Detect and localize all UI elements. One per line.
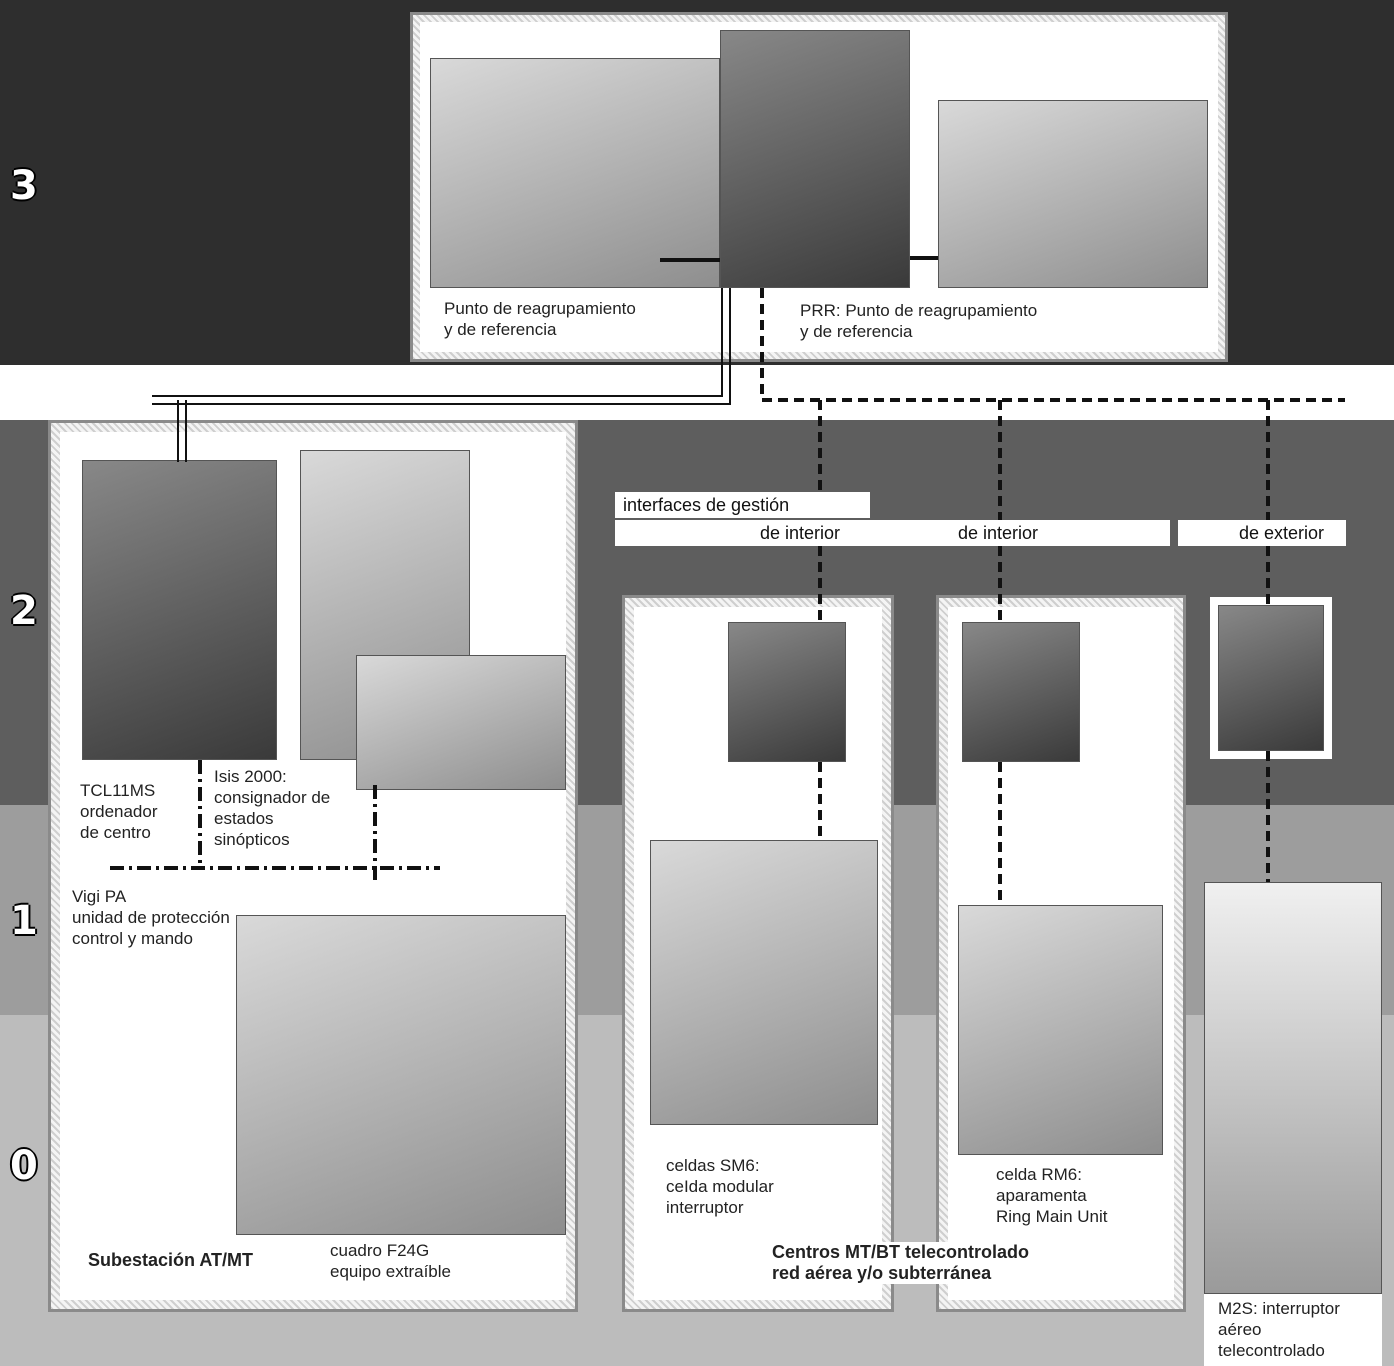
sm6-label: celdas SM6: ceIda modular interruptor [666, 1156, 774, 1217]
substation-title: Subestación AT/MT [88, 1250, 254, 1270]
centros-label: Centros MT/BT telecontrolado red aérea y… [768, 1242, 1034, 1284]
sm6-cells-photo [650, 840, 878, 1125]
rm6-label: celda RM6: aparamenta Ring Main Unit [996, 1165, 1108, 1226]
separator-band [0, 365, 1394, 420]
cuadro-label: cuadro F24G equipo extraíble [330, 1241, 451, 1281]
level-0-label: 0 [10, 1143, 38, 1189]
interfaces-header: interfaces de gestión [615, 492, 870, 518]
cuadro-f24g-photo [236, 915, 566, 1235]
operator-workstation-photo [430, 58, 720, 288]
dash-dot-links [110, 760, 440, 880]
double-line-bus [152, 288, 731, 462]
level3-caption-left: Punto de reagrupamiento y de referencia [444, 299, 636, 339]
vigi-label: Vigi PA unidad de protección control y m… [72, 887, 230, 948]
interface-interior-2: de interior [920, 520, 1170, 546]
tcl11ms-label: TCL11MS ordenador de centro [80, 781, 158, 842]
server-cabinets-photo [720, 30, 910, 288]
level-2-label: 2 [10, 588, 38, 634]
m2s-label: M2S: interruptor aéreo telecontrolado [1218, 1299, 1340, 1360]
level-1-label: 1 [10, 898, 38, 944]
rm6-unit-photo [958, 905, 1163, 1155]
interface-interior-1: de interior [615, 520, 920, 546]
isis-operator-photo [356, 655, 566, 790]
control-room-photo [938, 100, 1208, 288]
m2s-label-bg [1204, 1294, 1382, 1366]
dashed-bus [760, 288, 1345, 905]
level-3-label: 3 [10, 163, 38, 209]
level3-caption-right: PRR: Punto de reagrupamiento y de refere… [800, 301, 1038, 341]
m2s-pole-photo [1204, 882, 1382, 1294]
sm6-interface-photo [728, 622, 846, 762]
rm6-interface-photo [962, 622, 1080, 762]
isis-label: Isis 2000: consignador de estados sinópt… [214, 767, 331, 849]
interface-exterior: de exterior [1178, 520, 1346, 546]
m2s-interface-photo [1218, 605, 1324, 751]
tcl11ms-cabinet-photo [82, 460, 277, 760]
solid-link-level3 [660, 256, 938, 262]
